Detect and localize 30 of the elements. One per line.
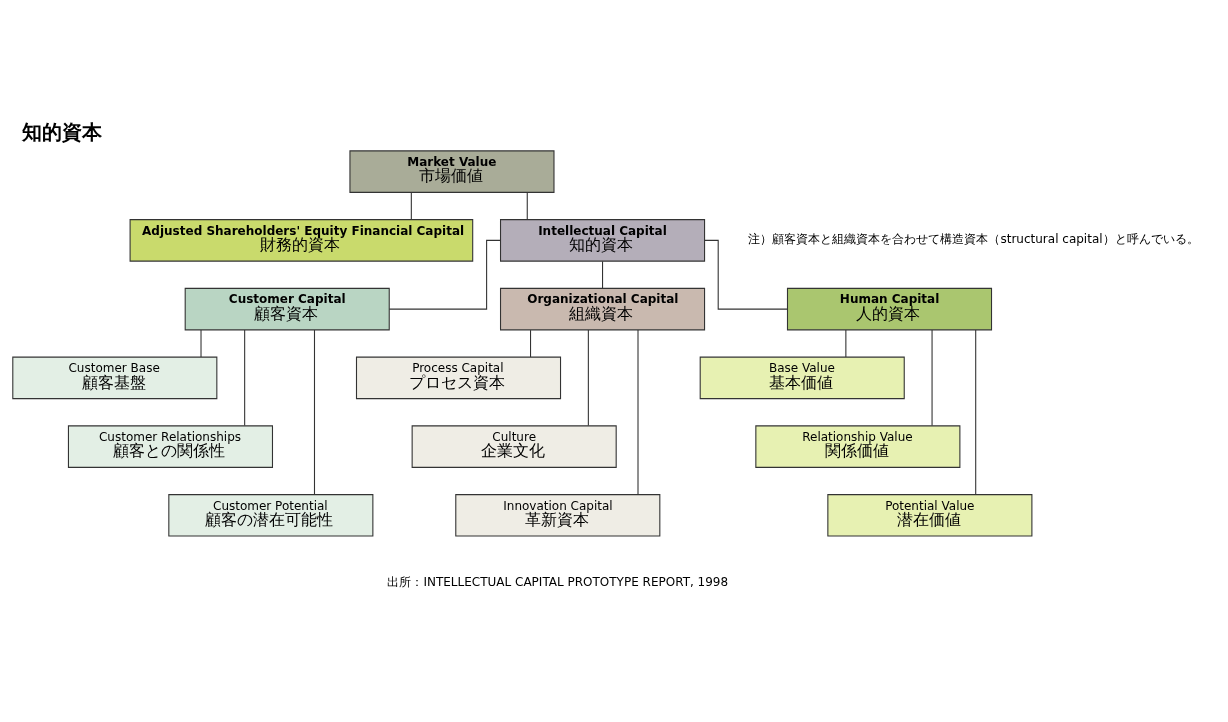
connector [200, 329, 202, 358]
connector [526, 191, 528, 220]
node-box: Potential Value 潜在価値 [827, 493, 1033, 537]
node-box: Intellectual Capital 知的資本 [499, 218, 706, 262]
node-box: Customer Relationships 顧客との関係性 [67, 424, 274, 468]
label: 注）顧客資本と組織資本を合わせて構造資本（structural capital）と呼んでいる。 [748, 231, 1199, 246]
node-box: Process Capital プロセス資本 [355, 356, 562, 399]
connector [975, 329, 977, 495]
node-box: Customer Potential 顧客の潜在可能性 [168, 493, 374, 537]
node-box: Culture 企業文化 [411, 424, 617, 468]
connector [530, 329, 532, 358]
connector [931, 328, 933, 426]
label: 出所：INTELLECTUAL CAPITAL PROTOTYPE REPORT, 1998 [387, 574, 729, 589]
connector [244, 328, 246, 426]
connector [845, 329, 847, 358]
node-box: Market Value 市場価値 [349, 149, 555, 193]
node-box: Innovation Capital 革新資本 [455, 493, 661, 537]
node-box: Human Capital 人的資本 [786, 287, 993, 330]
node-box: Customer Base 顧客基盤 [12, 356, 218, 399]
connector [313, 329, 316, 495]
node-box: Relationship Value 関係価値 [755, 424, 961, 468]
node-box: Customer Capital 顧客資本 [184, 287, 390, 330]
node-box: Adjusted Shareholders' Equity Financial Capital 財務的資本 [129, 218, 474, 262]
connector [410, 191, 412, 220]
diagram-title: 知的資本 [21, 120, 102, 144]
node-box: Base Value 基本価値 [699, 356, 905, 399]
connector [637, 329, 639, 495]
node-box: Organizational Capital 組織資本 [499, 287, 706, 330]
connector [587, 328, 589, 426]
connector [602, 260, 604, 289]
